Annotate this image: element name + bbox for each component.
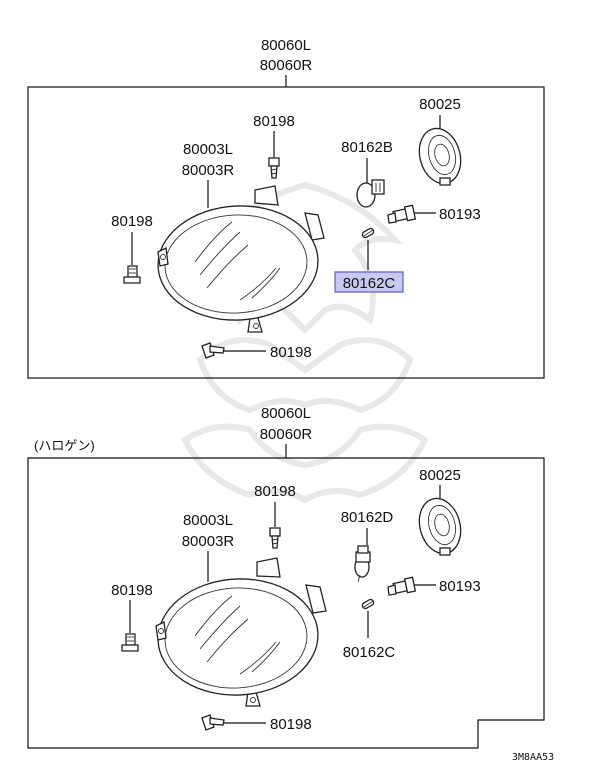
top-socket-ring-label: 80025 <box>419 96 461 113</box>
top-socket-small-label: 80193 <box>439 206 481 223</box>
bottom-screw-bottom-label: 80198 <box>270 716 312 733</box>
bottom-bulb-small-label: 80162C <box>343 644 396 661</box>
bottom-screw-top-label: 80198 <box>254 483 296 500</box>
top-bulb-small-highlight <box>334 271 404 293</box>
top-screw-top <box>268 157 280 179</box>
top-headlamp-housing <box>157 185 325 333</box>
bottom-assembly-label-l: 80060L <box>261 405 311 422</box>
bottom-screw-left <box>121 633 139 652</box>
top-bulb-small-label: 80162C <box>343 275 396 292</box>
bottom-variant-note: (ハロゲン) <box>34 438 95 453</box>
bottom-housing-label-l: 80003L <box>183 512 233 529</box>
top-panel: 80060L 80060R 80198 <box>27 37 545 379</box>
bottom-panel: 80060L 80060R (ハロゲン) <box>27 405 545 749</box>
top-screw-top-label: 80198 <box>253 113 295 130</box>
top-housing-label-r: 80003R <box>182 162 235 179</box>
top-bulb-small <box>361 227 375 239</box>
bottom-headlamp-housing <box>155 557 327 707</box>
top-bulb-large-label: 80162B <box>341 139 393 156</box>
bottom-assembly-label-r: 80060R <box>260 426 313 443</box>
top-housing-label-l: 80003L <box>183 141 233 158</box>
top-screw-left <box>123 265 141 284</box>
diagram-code: 3M8AA53 <box>512 752 554 763</box>
bottom-screw-bottom <box>201 714 225 731</box>
bottom-socket-ring-label: 80025 <box>419 467 461 484</box>
top-frame <box>27 86 545 379</box>
bottom-screw-left-label: 80198 <box>111 582 153 599</box>
top-assembly-label-l: 80060L <box>261 37 311 54</box>
bottom-socket-ring <box>418 497 462 556</box>
top-bulb-large <box>356 179 385 208</box>
top-socket-small <box>387 204 417 224</box>
bottom-socket-small <box>387 576 417 596</box>
top-screw-bottom-label: 80198 <box>270 344 312 361</box>
bottom-bulb-large-label: 80162D <box>341 509 394 526</box>
top-assembly-label-r: 80060R <box>260 57 313 74</box>
bottom-bulb-large <box>354 545 371 583</box>
top-screw-bottom <box>201 342 225 359</box>
top-socket-ring <box>418 127 462 186</box>
bottom-frame <box>27 457 545 749</box>
bottom-socket-small-label: 80193 <box>439 578 481 595</box>
bottom-screw-top <box>269 527 281 549</box>
top-screw-left-label: 80198 <box>111 213 153 230</box>
bottom-bulb-small <box>361 598 375 610</box>
bottom-housing-label-r: 80003R <box>182 533 235 550</box>
